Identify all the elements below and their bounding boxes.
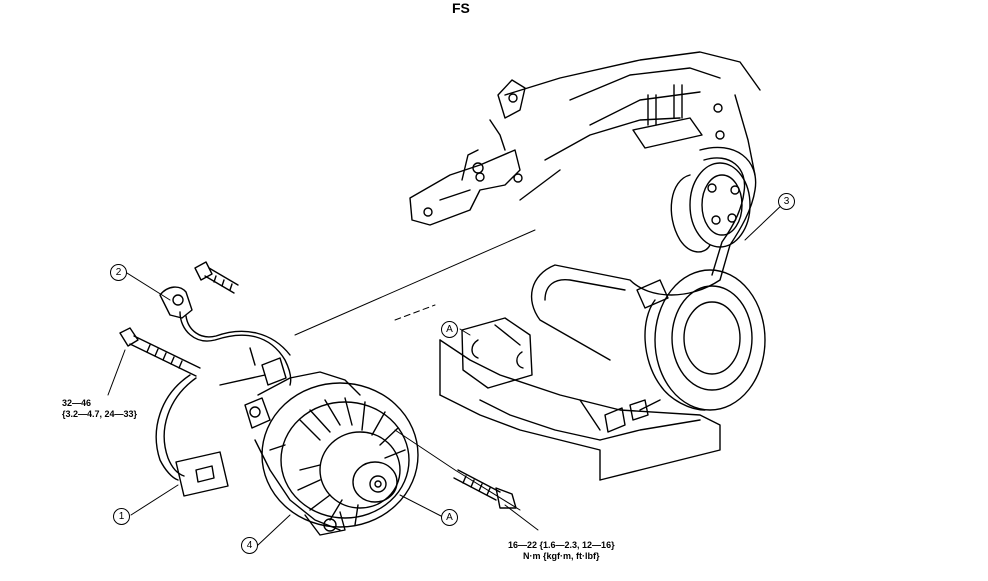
torque-lower-value: 16—22 {1.6—2.3, 12—16} [508,540,615,550]
bolt-upper-long [119,327,201,377]
bolt-small-top [194,261,239,294]
callout-1: 1 [113,508,130,525]
callout-a-bracket: A [441,321,458,338]
callout-2: 2 [110,264,127,281]
callout-3: 3 [778,193,795,210]
alternator [244,371,419,536]
assembly-leader-lines [294,229,536,511]
wiring-harness [155,286,292,497]
callout-a-alternator: A [441,509,458,526]
bolt-lower-right [453,469,517,509]
callout-4: 4 [241,537,258,554]
torque-units-legend: N·m {kgf·m, ft·lbf} [523,551,600,561]
torque-spec-upper-bolt: 32—46 {3.2—4.7, 24—33} [62,398,137,420]
callout-leaders [107,201,786,546]
torque-upper-value: 32—46 [62,398,92,408]
torque-upper-alt-units: {3.2—4.7, 24—33} [62,409,138,419]
engine-block [409,51,766,481]
diagram-title: FS [452,0,470,16]
torque-spec-lower-bolt: 16—22 {1.6—2.3, 12—16} N·m {kgf·m, ft·lb… [508,540,615,562]
